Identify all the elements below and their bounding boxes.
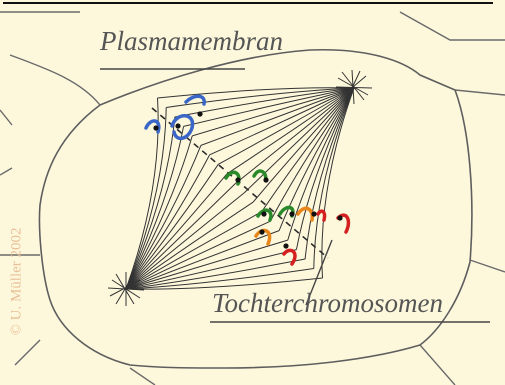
spindle-fibre: [125, 258, 306, 290]
cell-membrane: [38, 48, 473, 369]
spindle-fibre: [183, 87, 355, 127]
spindle-fibre: [313, 87, 355, 269]
spindle-fibre: [295, 87, 355, 250]
spindle-fibre: [125, 249, 297, 290]
pole-aster-upper: [335, 69, 373, 105]
spindle-fibres-upper: [157, 87, 355, 279]
spindle-fibre: [125, 145, 202, 290]
spindle-fibre: [321, 87, 355, 279]
spindle-fibre: [125, 97, 159, 290]
spindle-fibre: [125, 126, 185, 290]
label-tochterchromosomen: Tochterchromosomen: [212, 288, 443, 318]
spindle-fibre: [125, 268, 314, 290]
spindle-fibre: [261, 87, 355, 212]
spindle-fibre: [125, 154, 211, 290]
copyright-watermark: © U. Müller 2002: [0, 200, 30, 370]
spindle-fibre: [125, 239, 288, 290]
spindle-fibre: [209, 87, 355, 156]
spindle-fibre: [125, 201, 254, 290]
spindle-fibre: [125, 107, 167, 290]
spindle-fibre: [125, 182, 237, 290]
tochterchromosomen-pointer: [305, 239, 333, 306]
neighbour-cell-walls: [0, 11, 505, 385]
spindle-fibres-lower: [125, 97, 323, 290]
spindle-fibre: [125, 135, 193, 290]
spindle-fibre: [125, 230, 280, 290]
chromosomes-orange: [254, 206, 314, 246]
spindle-fibre: [192, 87, 355, 137]
spindle-fibre: [125, 173, 228, 290]
spindle-fibre: [200, 87, 355, 146]
label-plasmamembran: Plasmamembran: [100, 26, 283, 56]
spindle-fibre: [235, 87, 355, 184]
spindle-fibre: [157, 87, 355, 99]
chromosomes-blue: [144, 94, 206, 141]
spindle-fibre: [166, 87, 355, 108]
spindle-fibre: [243, 87, 355, 194]
spindle-fibre: [252, 87, 355, 203]
spindle-fibre: [125, 164, 219, 290]
spindle-fibre: [125, 277, 323, 290]
centromeres: [153, 111, 343, 249]
spindle-fibre: [125, 220, 271, 290]
spindle-fibre: [125, 116, 176, 290]
copyright-text: © U. Müller 2002: [8, 227, 25, 336]
spindle-fibre: [226, 87, 355, 175]
spindle-fibre: [278, 87, 355, 231]
spindle-fibre: [218, 87, 355, 165]
spindle-fibre: [125, 192, 245, 290]
spindle-fibre: [125, 211, 262, 290]
spindle-fibre: [269, 87, 355, 222]
spindle-fibre: [287, 87, 355, 241]
